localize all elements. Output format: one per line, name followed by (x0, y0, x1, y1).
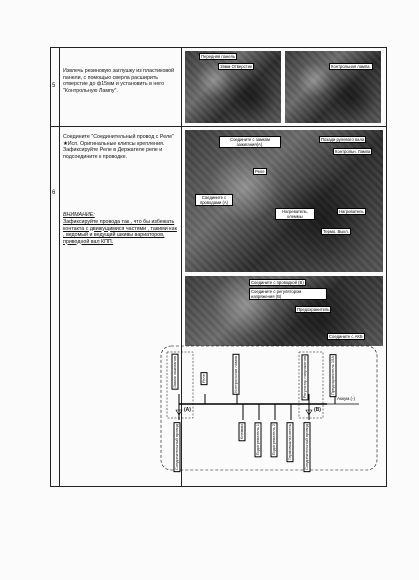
callout-control-lamp: Контрольн. Лампа (333, 148, 373, 155)
warning-title: ВНИМАНИЕ: (63, 212, 95, 218)
step-6-text: Соедините "Соединительный провод с Реле"… (63, 134, 174, 160)
step-photo-cell: Соедините с замком зажигания(А). Позади … (182, 126, 386, 486)
callout-relay: Реле (253, 168, 267, 175)
step-row-5: 5 Извлечь резиновую заглушку из пластико… (51, 48, 386, 127)
step-number: 5 (52, 83, 56, 90)
step-5-text: Извлечь резиновую заглушку из пластиково… (63, 68, 175, 94)
callout-battery: Соедините с АКБ (327, 333, 365, 340)
label-connector-wire-a: Соединительный провод (174, 422, 181, 473)
step-number-cell: 5 (51, 48, 60, 126)
step-number-cell: 6 (51, 126, 60, 486)
label-heater-2: Подогреватель 2 (271, 422, 278, 458)
label-control-lamp: Контрольная лампа (233, 354, 240, 395)
callout-ignition-lock: Соедините с замком зажигания(А). (219, 136, 281, 148)
front-panel-photo: Передняя панель 15мм Отверстие (185, 51, 281, 123)
point-a-label: (A) (184, 407, 191, 413)
label-voltage-regulator: Регулятор напряжения (302, 354, 309, 401)
engine-bay-photo: Соедините с замком зажигания(А). Позади … (185, 130, 383, 272)
instruction-sheet: 5 Извлечь резиновую заглушку из пластико… (50, 47, 387, 487)
warning-text: Зафиксируйте провода так , что бы избежа… (63, 219, 177, 245)
point-b-label: (B) (314, 407, 321, 413)
battery-area-photo: Соедините с проводкой (В) Соедините с ре… (185, 276, 383, 346)
control-lamp-photo: Контрольная лампа. (285, 51, 381, 123)
callout-heater: Нагреватель (337, 208, 366, 215)
callout-heater-terminals: Нагреватель, клеммы (275, 208, 315, 220)
wiring-diagram-lines (160, 345, 378, 471)
callout-wiring-b: Соедините с проводкой (В) (249, 279, 306, 286)
callout-control-lamp: Контрольная лампа. (329, 63, 373, 70)
callout-thermo-switch: Термо. Выкл. (321, 228, 351, 235)
step-text-cell: Соедините "Соединительный провод с Реле"… (60, 126, 182, 486)
step-row-6: 6 Соедините "Соединительный провод с Рел… (51, 126, 386, 486)
label-heater-1: Подогреватель 1 (255, 422, 262, 458)
step-photo-cell: Передняя панель 15мм Отверстие Контрольн… (182, 48, 386, 126)
callout-hole-15mm: 15мм Отверстие (218, 63, 255, 70)
battery-negative-label: Аккум.(-) (337, 396, 356, 401)
label-ignition-lock: Замок зажигания (172, 354, 179, 390)
wiring-diagram: Замок зажигания Реле Контрольная лампа Р… (159, 344, 379, 474)
callout-behind-steering: Позади рулевого вала (319, 136, 367, 143)
callout-voltage-regulator-b: Соедините с регулятором напряжения (В) (249, 288, 327, 300)
label-terminals: Клеммы (239, 422, 246, 442)
label-connector-wire-b: Соединительный провод (304, 422, 311, 473)
callout-fuse: Предохранитель (295, 306, 332, 313)
step-number: 6 (52, 190, 56, 196)
step-text-cell: Извлечь резиновую заглушку из пластиково… (60, 48, 182, 126)
label-relay: Реле (201, 372, 208, 386)
callout-front-panel: Передняя панель (199, 53, 238, 60)
callout-connect-wires-a: Соедините с проводами (А) (195, 194, 233, 206)
label-thermo-switch: Термовыключатель (287, 422, 294, 463)
label-fuse-15a: Предохранитель 15А (330, 354, 337, 398)
